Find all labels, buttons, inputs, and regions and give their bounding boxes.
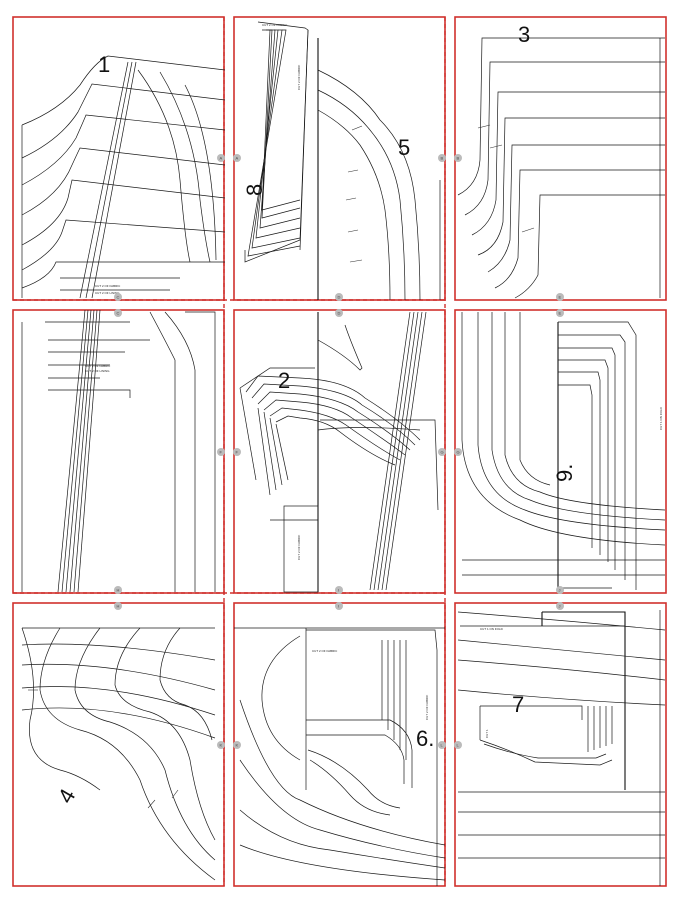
- svg-text:A: A: [236, 156, 239, 161]
- svg-text:B: B: [457, 156, 460, 161]
- svg-text:E: E: [559, 311, 562, 316]
- page-tile-2-3: [454, 309, 667, 594]
- svg-text:L: L: [457, 743, 460, 748]
- marker-h-bottom: [114, 602, 122, 610]
- marker-g-left: [438, 448, 446, 456]
- svg-text:F: F: [220, 450, 223, 455]
- piece-9-lines: CUT 1 ON FOLD: [461, 312, 666, 590]
- piece-6-number: 6.: [416, 726, 434, 751]
- svg-text:CUT 2 OF FABRIC: CUT 2 OF FABRIC: [85, 364, 111, 368]
- svg-text:H: H: [117, 588, 120, 593]
- page-tile-3-3: [454, 602, 667, 887]
- svg-text:D: D: [338, 295, 341, 300]
- alignment-markers: A A B B C C D D E E F F G G H H I I J: [114, 154, 564, 749]
- svg-text:CUT 1 ON FOLD: CUT 1 ON FOLD: [480, 627, 504, 631]
- svg-text:K: K: [236, 743, 239, 748]
- marker-b-left: [438, 154, 446, 162]
- piece-4-lines: [21, 627, 216, 881]
- svg-text:C: C: [117, 311, 120, 316]
- svg-text:CUT 2 OF LINING: CUT 2 OF LINING: [85, 369, 110, 373]
- marker-e-bottom: [556, 309, 564, 317]
- svg-text:J: J: [559, 604, 561, 609]
- marker-i-bottom: [335, 602, 343, 610]
- piece-3-lines: [457, 37, 665, 299]
- piece-6-lines: CUT 2 OF FABRIC CUT 2 OF FABRIC: [234, 627, 446, 886]
- marker-c-top: [114, 293, 122, 301]
- piece-2-lines: CUT 2 OF FABRIC: [239, 311, 439, 593]
- marker-l-right: [454, 741, 462, 749]
- page-tile-1-1: [12, 16, 225, 301]
- marker-d-bottom: [335, 309, 343, 317]
- page-tile-3-2: [233, 602, 446, 887]
- piece-1-number: 1: [98, 52, 110, 77]
- marker-k-right: [233, 741, 241, 749]
- page-tile-2-2: [233, 309, 446, 594]
- piece-1-continuation: CUT 2 OF FABRIC CUT 2 OF LINING: [21, 309, 216, 593]
- piece-7-lines: CUT 1 ON FOLD CUT 1: [457, 610, 666, 886]
- svg-text:H: H: [117, 604, 120, 609]
- marker-a-right: [233, 154, 241, 162]
- marker-b-right: [454, 154, 462, 162]
- page-tile-2-1: [12, 309, 225, 594]
- piece-3-number: 3: [518, 22, 530, 47]
- page-tile-3-1: [12, 602, 225, 887]
- page-tile-1-2: [233, 16, 446, 301]
- svg-text:E: E: [559, 295, 562, 300]
- svg-text:L: L: [441, 743, 444, 748]
- svg-text:J: J: [559, 588, 561, 593]
- svg-text:I: I: [338, 588, 339, 593]
- marker-g-right: [454, 448, 462, 456]
- marker-h-top: [114, 586, 122, 594]
- svg-text:CUT 1 ON FOLD: CUT 1 ON FOLD: [659, 406, 663, 430]
- page-tile-1-3: [454, 16, 667, 301]
- piece-1-lines: CUT 2 OF FABRIC CUT 2 OF LINING: [21, 55, 226, 299]
- piece-4-number: 4: [53, 784, 81, 807]
- piece-8-lines: CUT 2 OF FABRIC: [244, 21, 309, 263]
- marker-j-top: [556, 586, 564, 594]
- svg-text:CUT 2 OF FABRIC: CUT 2 OF FABRIC: [297, 534, 301, 560]
- svg-text:B: B: [441, 156, 444, 161]
- svg-text:CUT 2 OF FABRIC: CUT 2 OF FABRIC: [95, 284, 121, 288]
- marker-k-left: [217, 741, 225, 749]
- svg-text:C: C: [117, 295, 120, 300]
- svg-text:D: D: [338, 311, 341, 316]
- piece-2-number: 2: [278, 368, 290, 393]
- piece-5-number: 5: [398, 135, 410, 160]
- piece-5-lines: CUT 2 OF FABRIC: [297, 38, 441, 301]
- svg-text:CUT 2 OF FABRIC: CUT 2 OF FABRIC: [312, 649, 338, 653]
- svg-text:K: K: [220, 743, 223, 748]
- piece-9-number: 9.: [552, 464, 577, 482]
- svg-text:CUT 2 OF FABRIC: CUT 2 OF FABRIC: [262, 23, 288, 27]
- marker-f-right: [233, 448, 241, 456]
- svg-text:A: A: [220, 156, 223, 161]
- svg-text:G: G: [441, 450, 444, 455]
- marker-j-bottom: [556, 602, 564, 610]
- svg-text:G: G: [457, 450, 460, 455]
- piece-8-number: 8: [242, 184, 267, 196]
- marker-i-top: [335, 586, 343, 594]
- svg-text:CUT 2 OF LINING: CUT 2 OF LINING: [95, 291, 120, 295]
- marker-l-left: [438, 741, 446, 749]
- svg-text:I: I: [338, 604, 339, 609]
- marker-f-left: [217, 448, 225, 456]
- marker-d-top: [335, 293, 343, 301]
- marker-e-top: [556, 293, 564, 301]
- piece-7-number: 7: [512, 692, 524, 717]
- marker-a-left: [217, 154, 225, 162]
- marker-c-bottom: [114, 309, 122, 317]
- svg-text:CUT 2 OF FABRIC: CUT 2 OF FABRIC: [297, 64, 301, 90]
- svg-text:CUT 1: CUT 1: [485, 729, 489, 738]
- svg-text:F: F: [236, 450, 239, 455]
- svg-text:CUT 2 OF FABRIC: CUT 2 OF FABRIC: [425, 694, 429, 720]
